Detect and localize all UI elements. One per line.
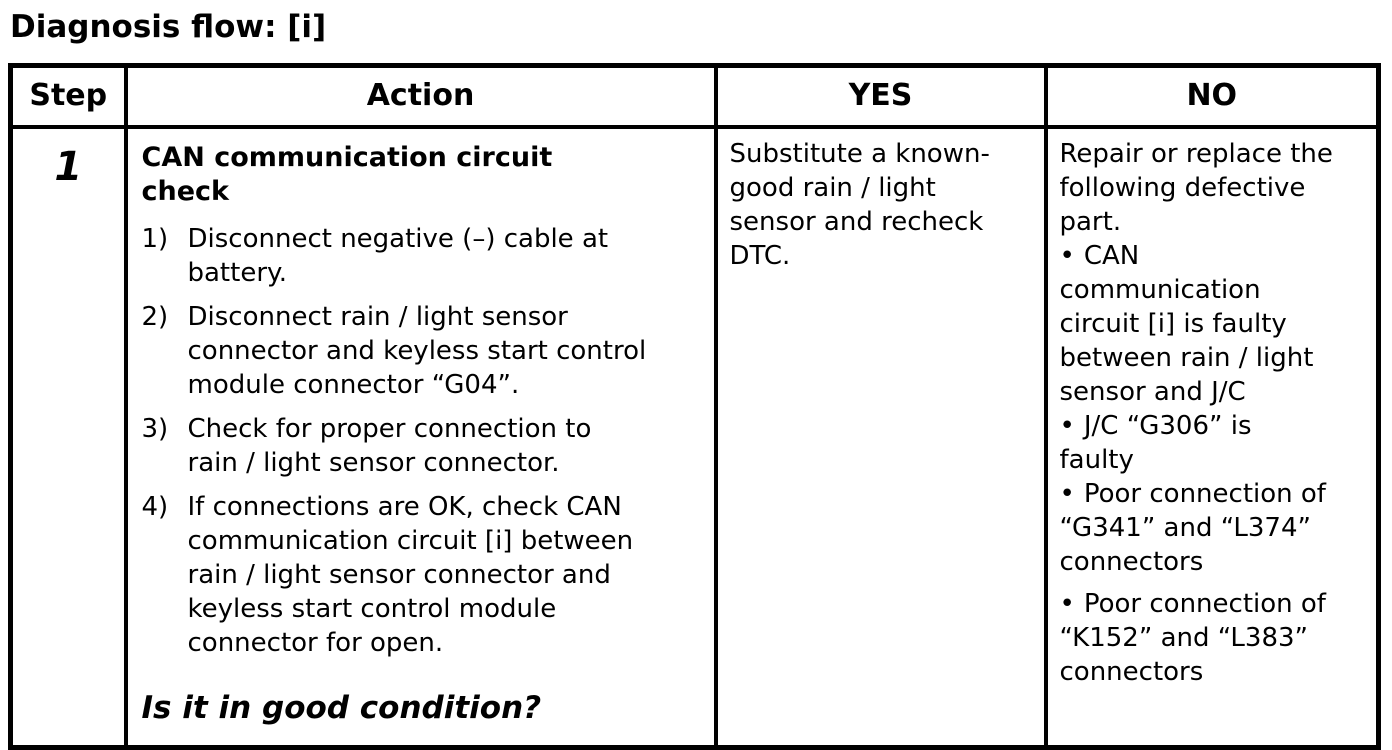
no-bullet-item-1: •CAN communication circuit [i] is faulty… xyxy=(1060,239,1367,409)
bullet-icon: • xyxy=(1059,589,1075,619)
action-step-text: Disconnect rain / light sensor connector… xyxy=(187,302,647,400)
step-number: 1 xyxy=(54,144,83,190)
diagnosis-flow-table: Step Action YES NO 1 CAN communication c… xyxy=(8,63,1381,750)
action-step-1: 1) Disconnect negative (–) cable at batt… xyxy=(142,222,702,290)
bullet-icon: • xyxy=(1059,479,1075,509)
action-question: Is it in good condition? xyxy=(141,690,542,726)
yes-cell: Substitute a known- good rain / light se… xyxy=(713,125,1048,750)
yes-instruction: Substitute a known- good rain / light se… xyxy=(729,139,990,271)
no-cell: Repair or replace the following defectiv… xyxy=(1043,125,1381,750)
no-bullet-text: CAN communication circuit [i] is faulty … xyxy=(1059,241,1314,407)
no-bullet-item-3: •Poor connection of “G341” and “L374” co… xyxy=(1060,477,1367,579)
action-step-number: 2) xyxy=(141,302,169,332)
no-instruction-intro: Repair or replace the following defectiv… xyxy=(1059,139,1333,237)
action-cell: CAN communication circuit check 1) Disco… xyxy=(123,125,718,750)
action-step-number: 3) xyxy=(141,414,169,444)
col-header-yes: YES xyxy=(713,63,1048,129)
action-step-2: 2) Disconnect rain / light sensor connec… xyxy=(142,300,702,402)
bullet-icon: • xyxy=(1059,241,1075,271)
action-step-text: Disconnect negative (–) cable at battery… xyxy=(187,224,609,288)
action-heading: CAN communication circuit check xyxy=(141,142,553,207)
no-bullet-text: Poor connection of “K152” and “L383” con… xyxy=(1059,589,1326,687)
no-bullet-text: Poor connection of “G341” and “L374” con… xyxy=(1059,479,1326,577)
action-step-4: 4) If connections are OK, check CAN comm… xyxy=(142,490,702,660)
table-row: 1 CAN communication circuit check 1) Dis… xyxy=(8,125,1381,750)
step-cell: 1 xyxy=(8,125,128,750)
no-bullet-item-2: •J/C “G306” is faulty xyxy=(1060,409,1367,477)
no-bullet-text: J/C “G306” is faulty xyxy=(1059,411,1252,475)
no-bullet-item-4: •Poor connection of “K152” and “L383” co… xyxy=(1060,587,1367,689)
col-header-action: Action xyxy=(123,63,718,129)
action-step-number: 4) xyxy=(141,492,169,522)
action-step-text: If connections are OK, check CAN communi… xyxy=(187,492,634,658)
bullet-icon: • xyxy=(1059,411,1075,441)
action-step-number: 1) xyxy=(141,224,169,254)
col-header-step: Step xyxy=(8,63,128,129)
page-title: Diagnosis flow: [i] xyxy=(10,9,327,45)
action-step-text: Check for proper connection to rain / li… xyxy=(187,414,592,478)
action-step-3: 3) Check for proper connection to rain /… xyxy=(142,412,702,480)
table-header-row: Step Action YES NO xyxy=(8,63,1381,129)
col-header-no: NO xyxy=(1043,63,1381,129)
